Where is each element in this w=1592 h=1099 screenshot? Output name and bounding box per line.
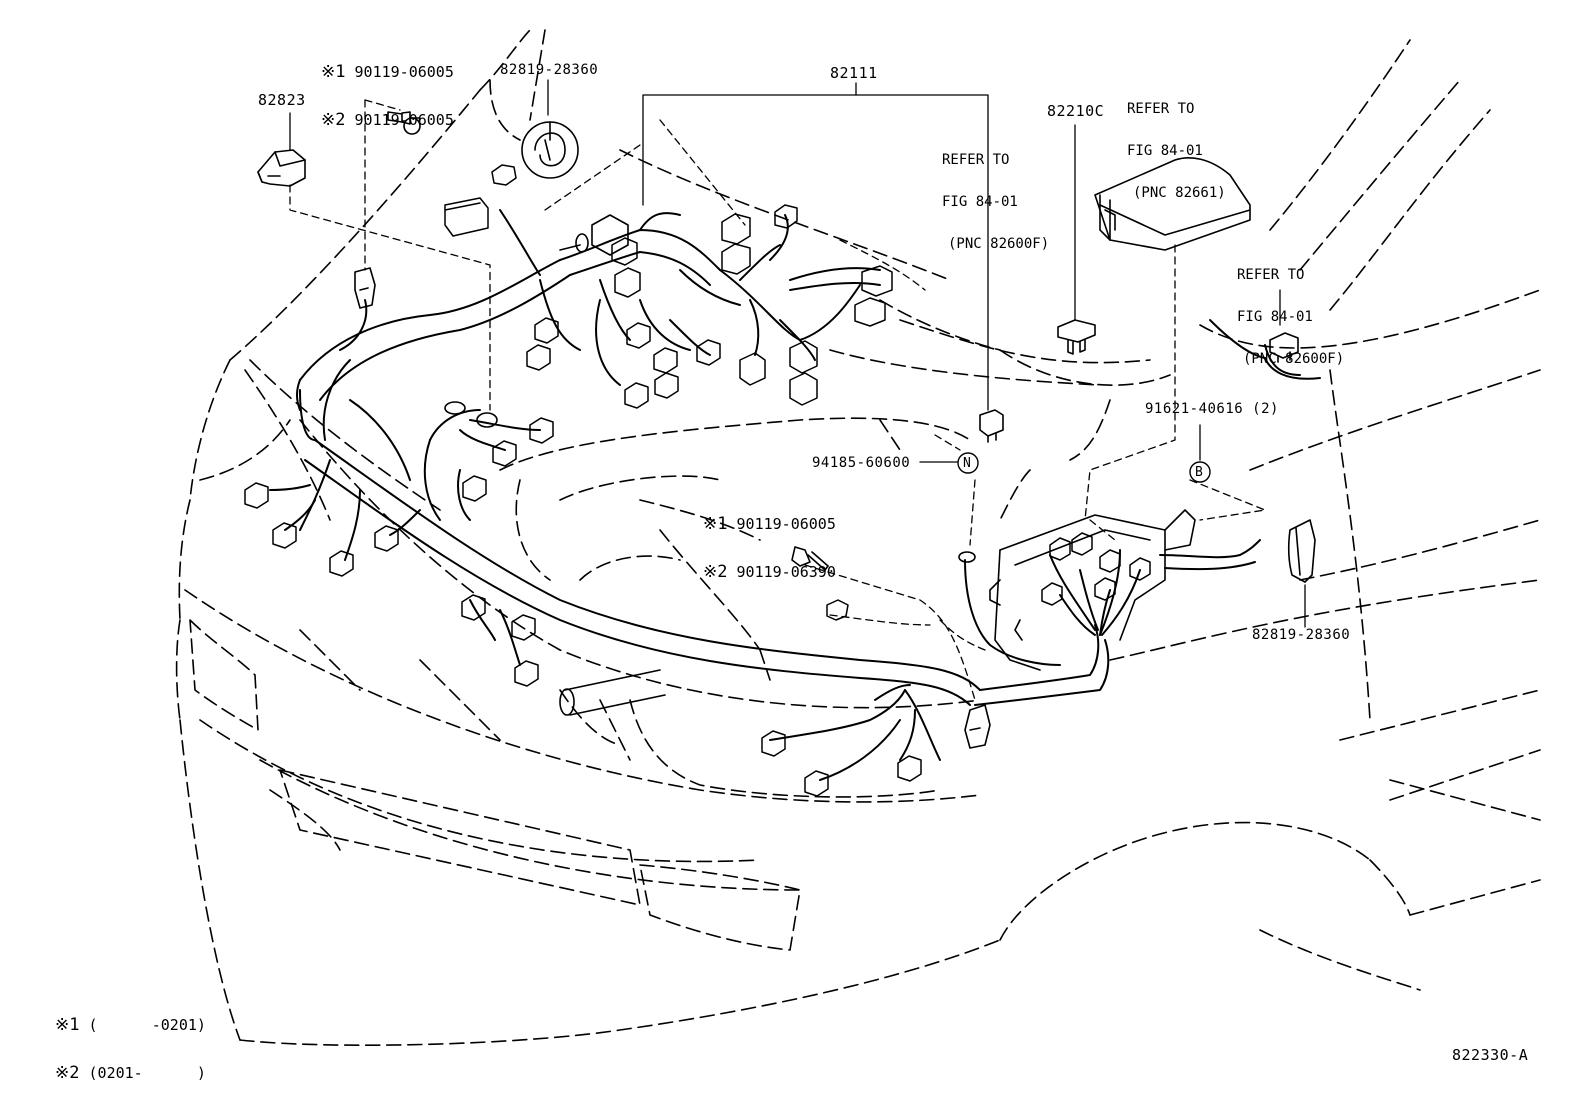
bolt-mid-part-2: 90119-06390 <box>736 563 836 581</box>
bolt-top-drawing <box>387 111 421 135</box>
bolt-mid-part-1: 90119-06005 <box>736 515 836 533</box>
refer-note-2: REFER TO FIG 84-01 (PNC 82661) <box>1127 74 1226 214</box>
label-82819-right: 82819-28360 <box>1252 627 1351 643</box>
bolt-mid-mark-1: ※1 <box>703 514 728 534</box>
refer-3-line-1: REFER TO <box>1237 267 1305 283</box>
refer-3-line-3: (PNC 82600F) <box>1243 351 1345 367</box>
figure-code: 822330-A <box>1452 1046 1529 1064</box>
leader-lines <box>289 99 1266 701</box>
marker-b-circle <box>1189 461 1211 483</box>
bolt-mid-mark-2: ※2 <box>703 562 728 582</box>
bolt-top-mark-2: ※2 <box>321 110 346 130</box>
marker-b: B <box>1195 465 1204 480</box>
bolt-top-part-1: 90119-06005 <box>354 63 454 81</box>
bolt-top-mark-1: ※1 <box>321 62 346 82</box>
footnotes: ※1 ( -0201) ※2 (0201- ) <box>55 985 206 1097</box>
label-94185: 94185-60600 <box>812 455 911 471</box>
refer-1-line-3: (PNC 82600F) <box>948 236 1050 252</box>
refer-2-line-2: FIG 84-01 <box>1127 143 1203 159</box>
wire-harness <box>269 209 1321 781</box>
label-82823: 82823 <box>258 91 306 109</box>
vehicle-outline <box>175 29 1541 1047</box>
marker-n-circle <box>957 452 979 474</box>
refer-1-line-2: FIG 84-01 <box>942 194 1018 210</box>
junction-block <box>989 509 1196 671</box>
refer-2-line-3: (PNC 82661) <box>1133 185 1226 201</box>
footnote-range-2: (0201- ) <box>88 1064 206 1082</box>
footnote-mark-1: ※1 <box>55 1015 80 1035</box>
marker-n: N <box>963 456 972 471</box>
bolt-top-callout: ※1 90119-06005 ※2 90119-06005 <box>321 32 454 144</box>
refer-2-line-1: REFER TO <box>1127 101 1195 117</box>
footnote-range-1: ( -0201) <box>88 1016 206 1034</box>
refer-1-line-1: REFER TO <box>942 152 1010 168</box>
bracket-lines <box>289 79 1306 628</box>
label-82111: 82111 <box>830 64 878 82</box>
fuse-box-cover <box>1094 157 1251 251</box>
label-82819-top: 82819-28360 <box>500 62 599 78</box>
round-connector <box>559 214 629 256</box>
pipe <box>559 669 666 716</box>
clips <box>354 267 991 749</box>
bolt-top-part-2: 90119-06005 <box>354 111 454 129</box>
connectors <box>244 164 1151 797</box>
refer-note-3: REFER TO FIG 84-01 (PNC 82600F) <box>1237 240 1344 380</box>
label-82210c: 82210C <box>1047 102 1105 120</box>
grommet-top <box>521 121 579 179</box>
label-91621: 91621-40616 (2) <box>1145 401 1279 417</box>
bolt-mid-drawing <box>791 546 829 571</box>
footnote-mark-2: ※2 <box>55 1063 80 1083</box>
refer-note-1: REFER TO FIG 84-01 (PNC 82600F) <box>942 125 1049 265</box>
fuse-connectors <box>979 332 1299 443</box>
relay-82210c <box>1057 319 1096 355</box>
grommet-right <box>1287 519 1316 583</box>
part-82823 <box>257 149 306 187</box>
bolt-mid-callout: ※1 90119-06005 ※2 90119-06390 <box>703 484 836 596</box>
refer-3-line-2: FIG 84-01 <box>1237 309 1313 325</box>
